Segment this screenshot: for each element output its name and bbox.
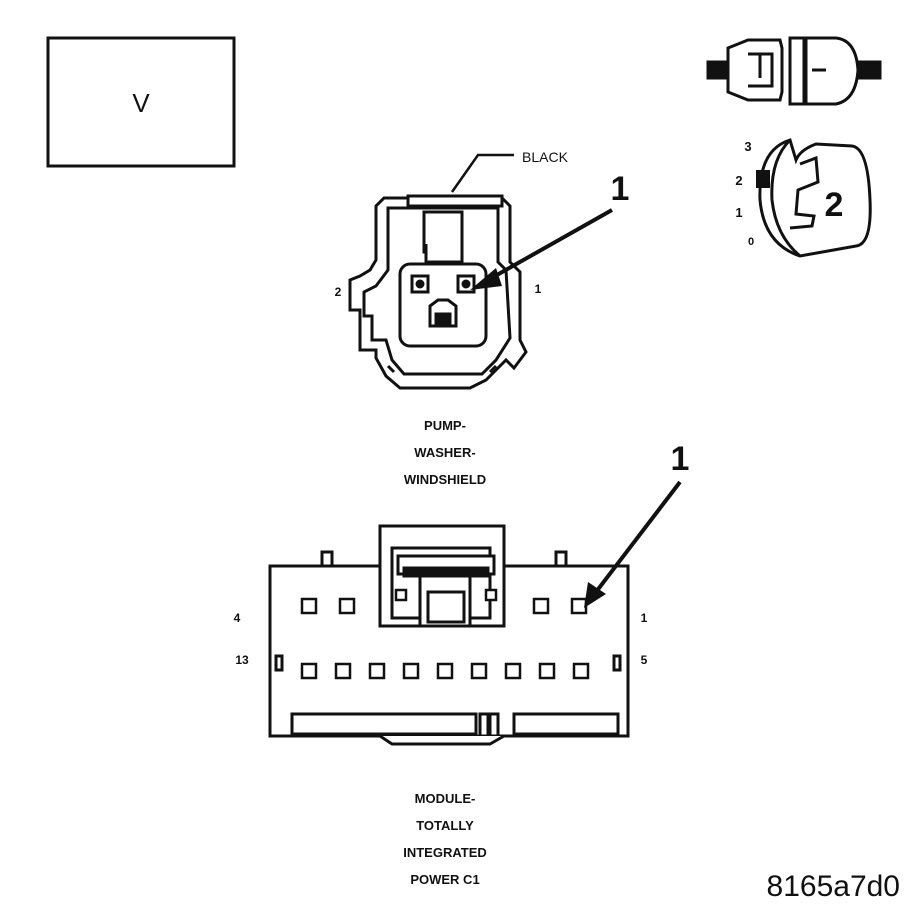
module-callout-arrow: 1 xyxy=(584,440,689,608)
pump-washer-connector xyxy=(348,194,528,390)
pump-name-line-3: WINDSHIELD xyxy=(404,472,486,487)
terminal-key-icon: 3 2 1 0 2 xyxy=(735,138,872,258)
connector-plug-icon xyxy=(706,36,882,106)
pump-name-line-2: WASHER- xyxy=(414,445,475,460)
key-position-3: 3 xyxy=(744,139,751,154)
connector-color-label: BLACK xyxy=(522,149,569,165)
module-name-line-2: TOTALLY xyxy=(416,818,474,833)
module-pin-4-label: 4 xyxy=(234,611,241,625)
pump-pin-2-label: 2 xyxy=(335,285,342,299)
color-label-leader: BLACK xyxy=(450,149,569,193)
key-position-1: 1 xyxy=(735,205,742,220)
pump-callout-number: 1 xyxy=(611,170,630,208)
figure-id: 8165a7d0 xyxy=(767,870,900,903)
pump-pin-1-label: 1 xyxy=(535,282,542,296)
key-number: 2 xyxy=(825,186,844,224)
module-callout-number: 1 xyxy=(671,440,690,478)
module-pin-1-label: 1 xyxy=(641,611,648,625)
view-letter: V xyxy=(132,88,150,118)
pump-callout-arrow: 1 xyxy=(470,170,629,290)
pump-name-line-1: PUMP- xyxy=(424,418,466,433)
module-cavity-row-top xyxy=(300,588,588,615)
module-cavity-row-bottom xyxy=(300,662,590,680)
module-name-line-3: INTEGRATED xyxy=(403,845,487,860)
module-pin-13-label: 13 xyxy=(235,653,249,667)
key-position-2: 2 xyxy=(735,173,742,188)
module-pin-5-label: 5 xyxy=(641,653,648,667)
key-position-0: 0 xyxy=(748,236,754,248)
module-name-line-4: POWER C1 xyxy=(410,872,479,887)
view-indicator-box: V xyxy=(46,36,236,168)
module-name-line-1: MODULE- xyxy=(415,791,476,806)
module-connector xyxy=(268,524,630,746)
